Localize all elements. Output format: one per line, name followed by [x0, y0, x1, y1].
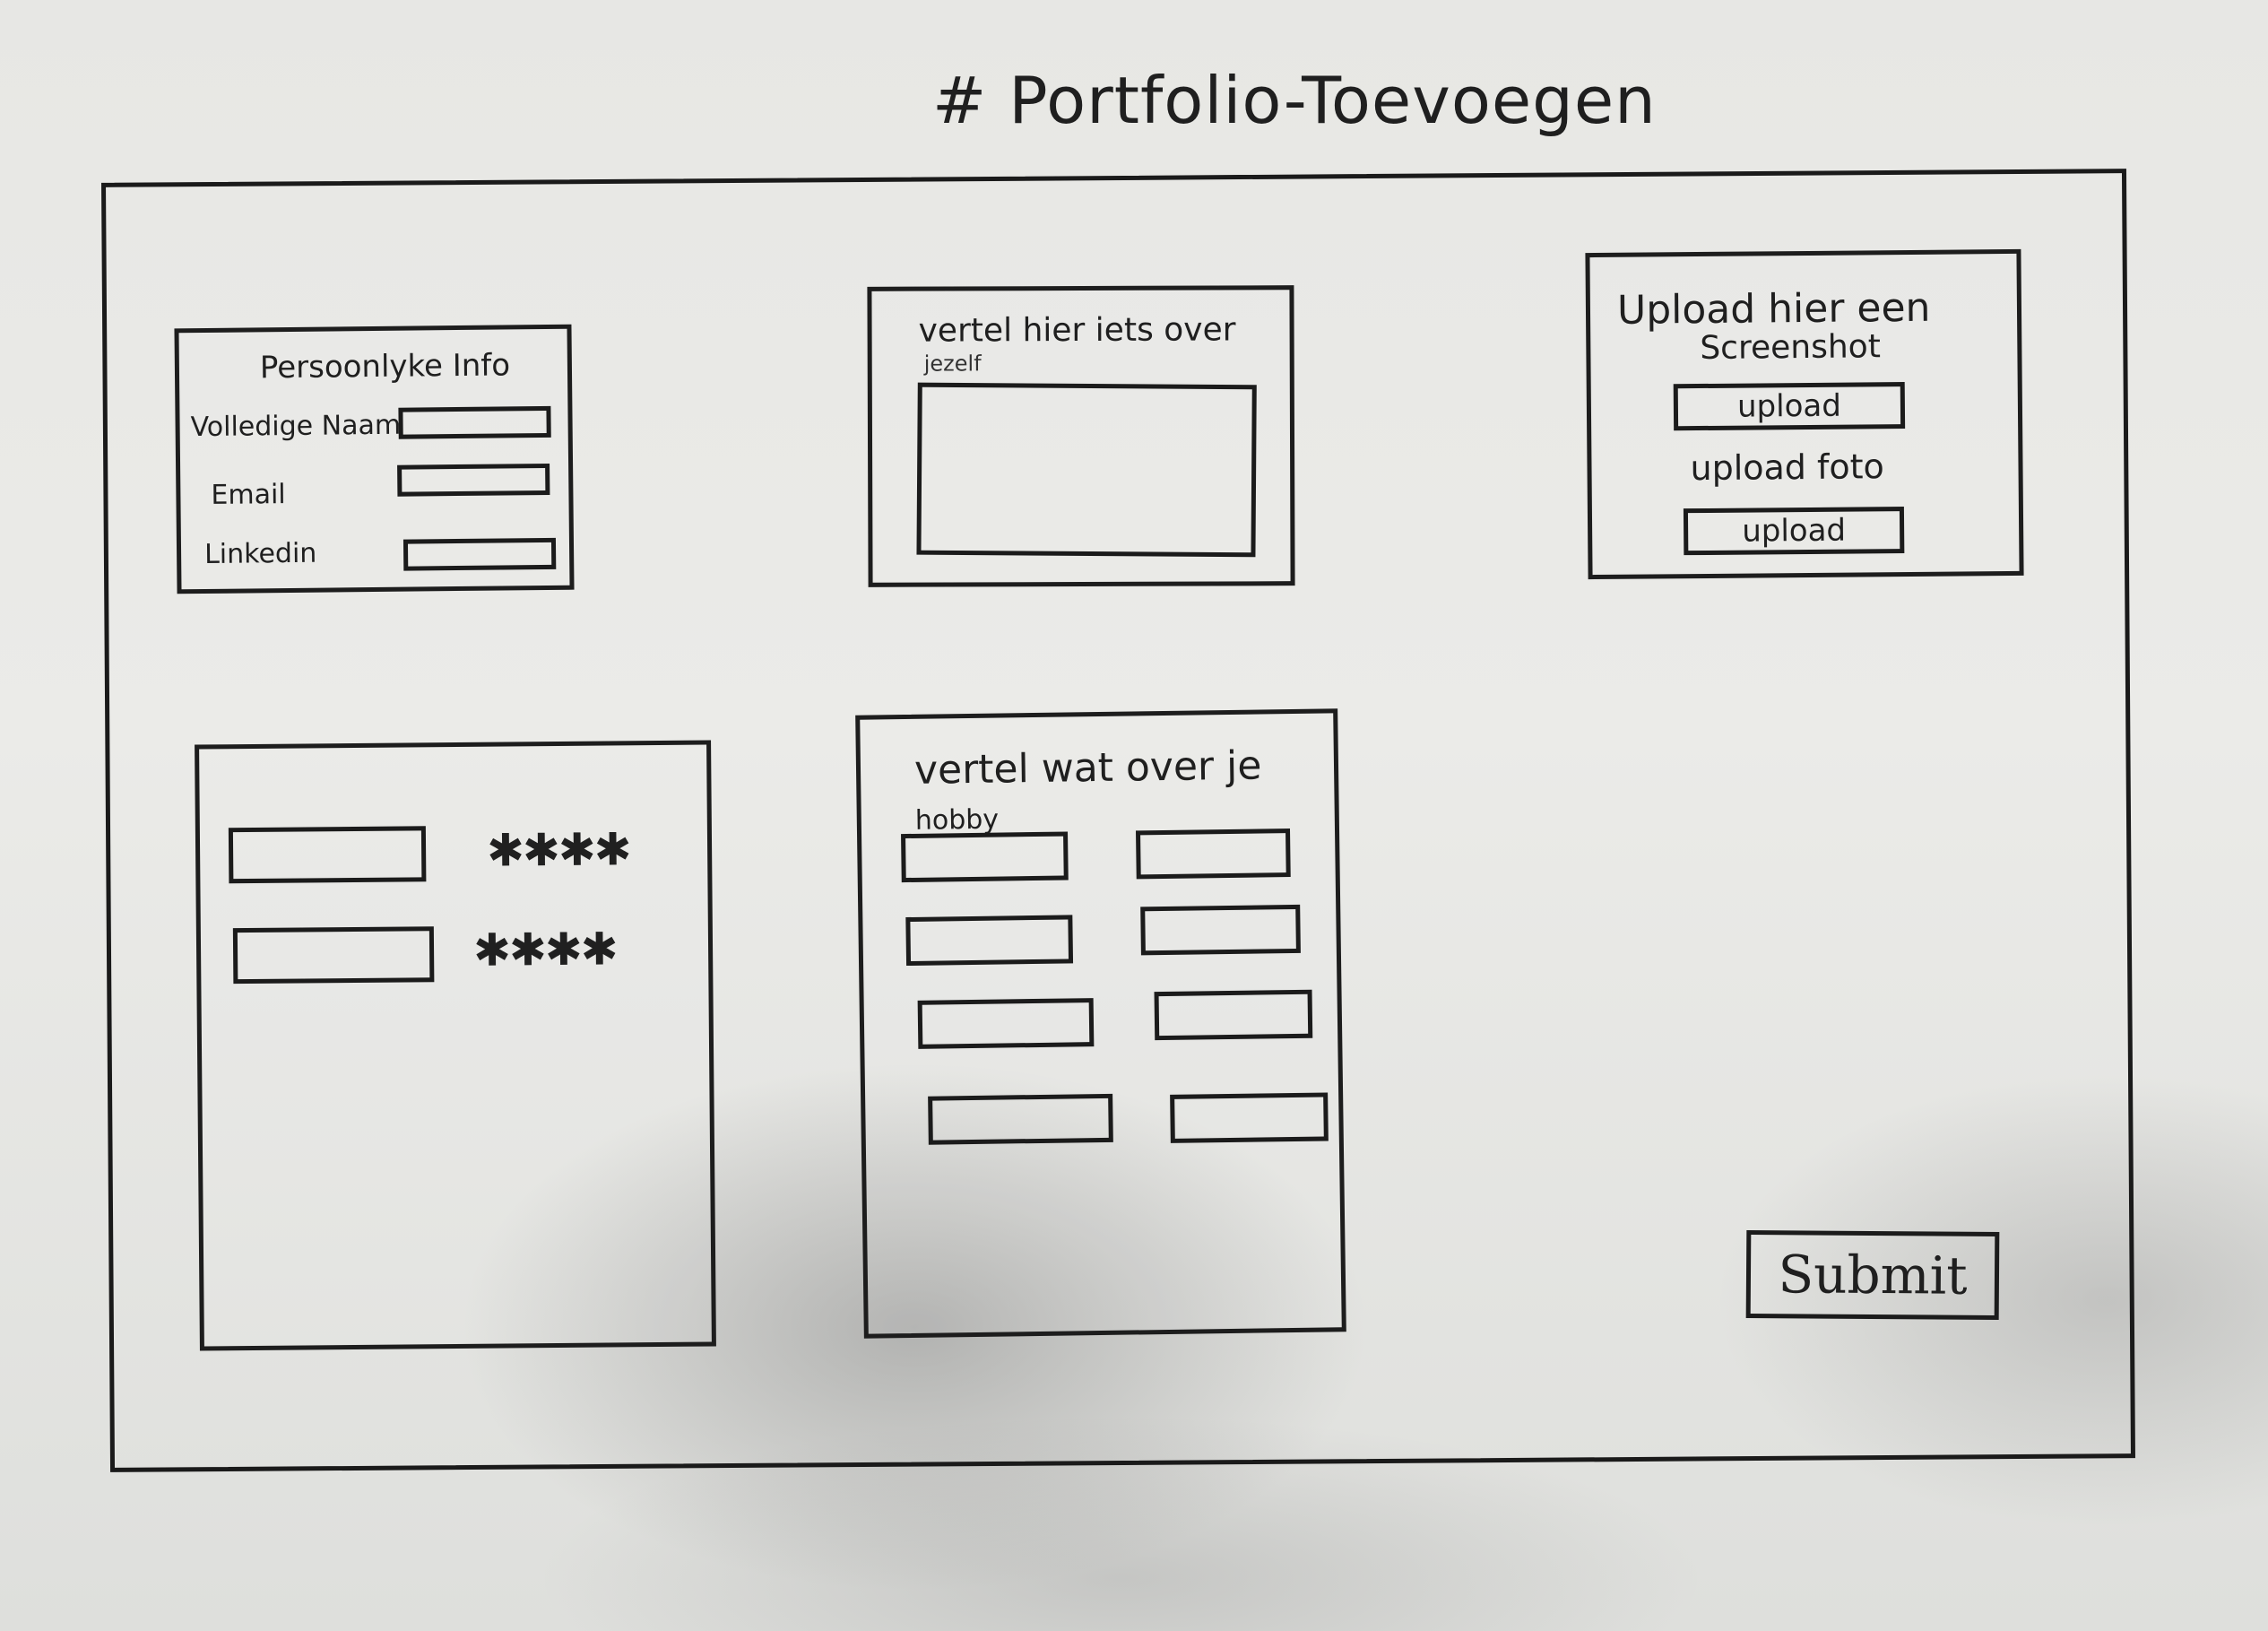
skill-input-2[interactable]	[232, 926, 435, 985]
personal-info-panel: Persoonlyke Info Volledige Naam Email Li…	[174, 324, 575, 594]
hobby-input-8[interactable]	[1170, 1092, 1329, 1143]
upload-panel: Upload hier een Screenshot upload upload…	[1585, 248, 2024, 580]
upload-title-line-2: Screenshot	[1700, 328, 1882, 368]
upload-title-line-1: Upload hier een	[1616, 284, 1931, 334]
about-yourself-panel: vertel hier iets over jezelf	[867, 285, 1295, 587]
hobby-input-2[interactable]	[1136, 829, 1291, 880]
hobby-input-3[interactable]	[905, 915, 1074, 967]
full-name-input[interactable]	[398, 405, 551, 439]
upload-screenshot-button[interactable]: upload	[1673, 382, 1906, 431]
about-yourself-title: vertel hier iets over	[918, 311, 1236, 350]
email-input[interactable]	[397, 463, 550, 497]
skill-rating-2[interactable]: ✱✱✱✱	[472, 923, 617, 976]
linkedin-label: Linkedin	[203, 537, 317, 570]
personal-info-title: Persoonlyke Info	[259, 347, 511, 386]
full-name-label: Volledige Naam	[190, 409, 402, 444]
skills-panel: ✱✱✱✱ ✱✱✱✱	[195, 740, 716, 1351]
email-label: Email	[211, 479, 286, 511]
linkedin-input[interactable]	[403, 537, 557, 571]
hobby-panel: vertel wat over je hobby	[855, 708, 1346, 1339]
page-title: # Portfolio-Toevoegen	[932, 63, 1657, 138]
hobby-title: vertel wat over je hobby	[914, 742, 1335, 839]
skill-input-1[interactable]	[228, 826, 427, 884]
upload-photo-label: upload foto	[1690, 447, 1884, 489]
hobby-input-1[interactable]	[901, 831, 1069, 883]
hobby-input-7[interactable]	[928, 1093, 1113, 1145]
hobby-input-5[interactable]	[917, 998, 1095, 1049]
upload-photo-button[interactable]: upload	[1683, 507, 1905, 556]
hobby-title-main: vertel wat over je	[913, 742, 1262, 794]
hobby-title-small: hobby	[914, 803, 1000, 837]
about-yourself-subtitle: jezelf	[923, 351, 982, 377]
hobby-input-6[interactable]	[1154, 989, 1313, 1041]
submit-button[interactable]: Submit	[1745, 1230, 2000, 1320]
hobby-input-4[interactable]	[1140, 904, 1301, 956]
skill-rating-1[interactable]: ✱✱✱✱	[486, 823, 630, 877]
about-yourself-textarea[interactable]	[916, 382, 1257, 558]
